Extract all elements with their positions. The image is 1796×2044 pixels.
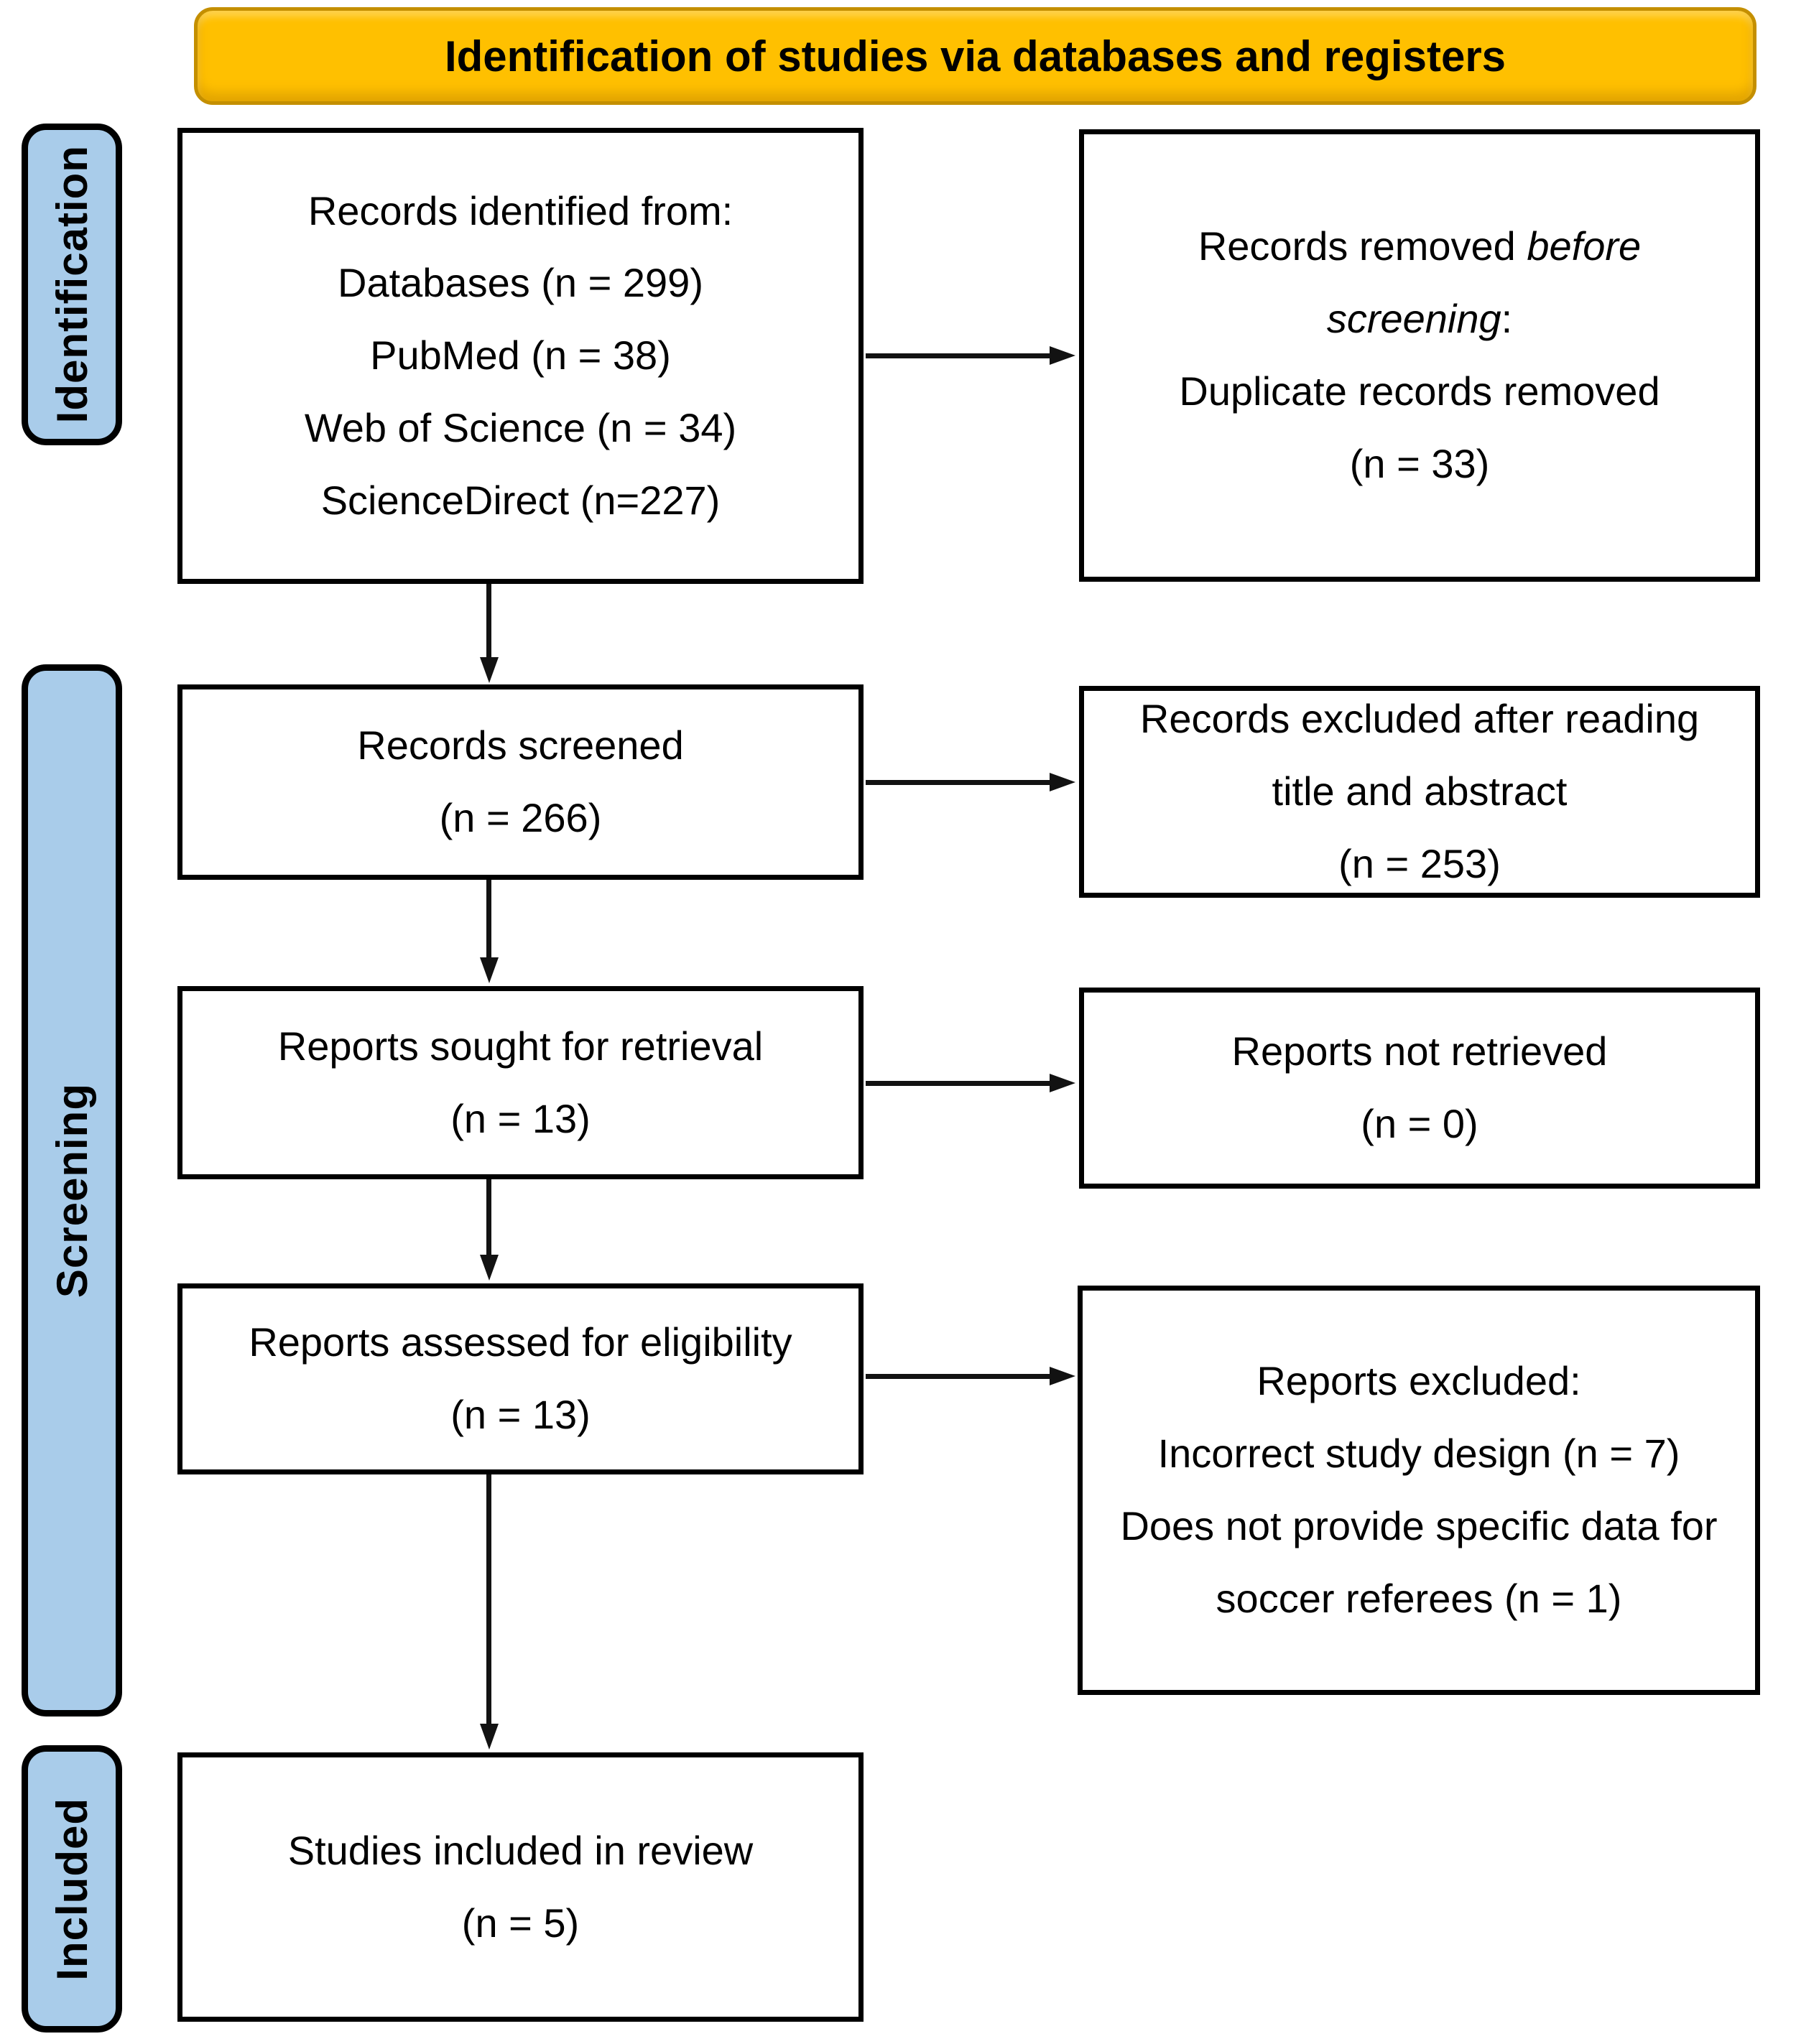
text-line: (n = 33) [1349,440,1490,486]
arrow-identified-to-screened-head [480,657,499,683]
box-studies-included: Studies included in review (n = 5) [177,1752,864,2022]
text-line: Records excluded after reading [1139,696,1700,742]
text-line: (n = 13) [450,1095,591,1141]
text-line: soccer referees (n = 1) [1216,1575,1622,1621]
arrow-assessed-to-included-head [480,1724,499,1750]
text-line: Records screened [357,723,684,768]
box-studies-included-text: Studies included in review (n = 5) [182,1815,858,1960]
text-line: Reports not retrieved [1231,1028,1608,1074]
arrow-sought-to-notretrieved-line [866,1081,1051,1086]
arrow-screened-to-excluded-line [866,780,1051,785]
box-records-screened-text: Records screened (n = 266) [182,710,858,855]
text-line: ScienceDirect (n=227) [320,477,721,523]
box-reports-sought-text: Reports sought for retrieval (n = 13) [182,1011,858,1156]
stage-label-identification-text: Identification [47,145,96,424]
arrow-screened-to-excluded-head [1050,773,1075,791]
stage-label-included: Included [22,1745,122,2033]
arrow-identified-to-removed-head [1050,346,1075,365]
arrow-assessed-to-reportsexcluded-head [1050,1367,1075,1385]
text-line: Duplicate records removed [1179,368,1660,414]
box-reports-excluded-text: Reports excluded: Incorrect study design… [1083,1345,1755,1635]
box-records-removed: Records removed before screening: Duplic… [1079,129,1760,582]
text-line: (n = 266) [439,795,602,840]
text-line: (n = 5) [461,1900,580,1946]
text-line: Does not provide specific data for [1120,1503,1718,1548]
text-line: Reports excluded: [1256,1358,1581,1404]
text-line: Reports sought for retrieval [277,1023,764,1069]
text-line: Studies included in review [287,1827,754,1873]
box-reports-not-retrieved-text: Reports not retrieved (n = 0) [1084,1016,1755,1161]
arrow-assessed-to-included-line [486,1474,491,1725]
text-line: (n = 13) [450,1392,591,1437]
box-reports-assessed-text: Reports assessed for eligibility (n = 13… [182,1306,858,1451]
header-title: Identification of studies via databases … [444,32,1506,80]
text-line: (n = 253) [1338,840,1501,886]
box-reports-assessed: Reports assessed for eligibility (n = 13… [177,1283,864,1474]
stage-label-screening: Screening [22,664,122,1717]
box-reports-not-retrieved: Reports not retrieved (n = 0) [1079,988,1760,1189]
text-segment: Records removed [1198,223,1527,269]
arrow-screened-to-sought-head [480,957,499,983]
stage-label-screening-text: Screening [47,1082,96,1299]
text-line: Records removed before screening: [1125,210,1714,356]
text-segment: : [1501,296,1513,342]
box-records-removed-text: Records removed before screening: Duplic… [1084,210,1755,500]
text-segment-italic: before screening [1326,223,1642,342]
box-records-identified: Records identified from: Databases (n = … [177,128,864,584]
arrow-assessed-to-reportsexcluded-line [866,1374,1051,1379]
text-line: Databases (n = 299) [338,260,703,306]
text-line: PubMed (n = 38) [370,333,671,378]
box-records-excluded: Records excluded after reading title and… [1079,686,1760,898]
text-line: Reports assessed for eligibility [249,1319,792,1365]
header-banner: Identification of studies via databases … [194,7,1756,105]
text-line: Incorrect study design (n = 7) [1157,1431,1680,1477]
arrow-sought-to-assessed-head [480,1255,499,1281]
stage-label-included-text: Included [47,1797,96,1981]
arrow-sought-to-notretrieved-head [1050,1074,1075,1092]
arrow-sought-to-assessed-line [486,1179,491,1256]
box-reports-excluded: Reports excluded: Incorrect study design… [1078,1286,1760,1695]
box-records-identified-text: Records identified from: Databases (n = … [182,175,858,537]
text-line: Web of Science (n = 34) [304,404,737,450]
text-line: (n = 0) [1361,1101,1478,1146]
stage-label-identification: Identification [22,124,122,445]
arrow-screened-to-sought-line [486,880,491,959]
arrow-identified-to-removed-line [866,353,1051,358]
box-records-excluded-text: Records excluded after reading title and… [1084,683,1755,900]
arrow-identified-to-screened-line [486,584,491,659]
box-records-screened: Records screened (n = 266) [177,684,864,880]
text-line: Records identified from: [307,187,733,233]
box-reports-sought: Reports sought for retrieval (n = 13) [177,986,864,1179]
text-line: title and abstract [1272,768,1568,814]
